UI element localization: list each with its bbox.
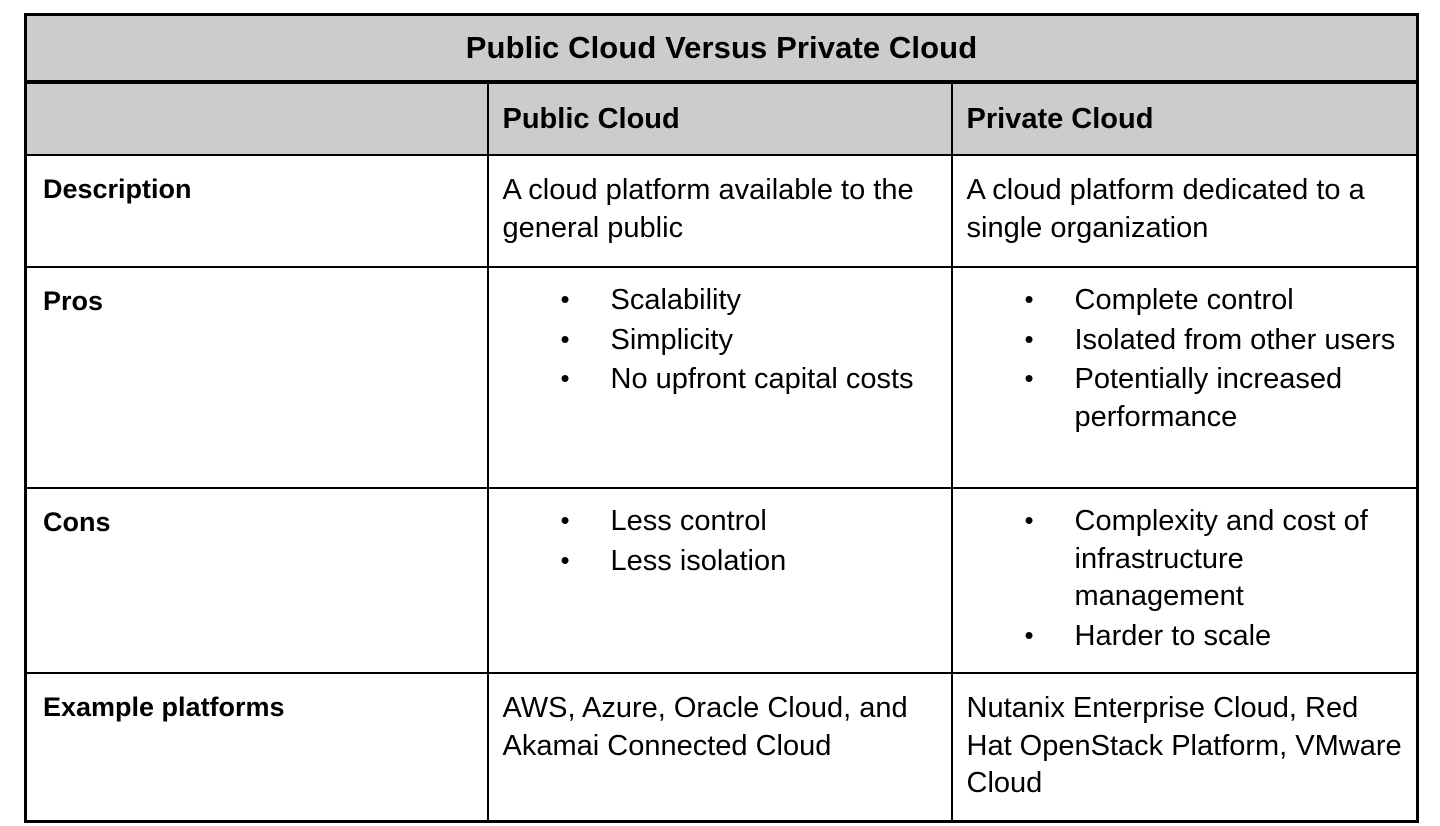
row-label-cons: Cons	[43, 507, 111, 537]
cell-example-platforms-public-cloud: AWS, Azure, Oracle Cloud, and Akamai Con…	[486, 672, 953, 823]
header-cell-blank	[24, 81, 489, 156]
row-label-pros: Pros	[43, 286, 104, 316]
list-item: Harder to scale	[1025, 617, 1407, 656]
public-vs-private-cloud-table: Public Cloud Versus Private Cloud Public…	[24, 13, 1420, 823]
cell-text-description-private: A cloud platform dedicated to a single o…	[966, 174, 1365, 244]
cell-text-description-public: A cloud platform available to the genera…	[502, 174, 914, 244]
list-item: Complexity and cost of infrastructure ma…	[1025, 502, 1407, 616]
list-item: Less control	[561, 502, 941, 541]
column-header-label-private-cloud: Private Cloud	[966, 102, 1154, 135]
table-row: Description A cloud platform available t…	[24, 154, 1419, 268]
row-label-example-platforms: Example platforms	[43, 692, 285, 722]
comparison-table-container: Public Cloud Versus Private Cloud Public…	[24, 13, 1420, 823]
table-row: Example platforms AWS, Azure, Oracle Clo…	[24, 672, 1419, 823]
cell-cons-public-cloud: Less control Less isolation	[486, 487, 953, 674]
cell-cons-private-cloud: Complexity and cost of infrastructure ma…	[950, 487, 1419, 674]
list-item: Scalability	[561, 281, 941, 320]
header-cell-public-cloud: Public Cloud	[486, 81, 953, 156]
table-title-row: Public Cloud Versus Private Cloud	[24, 13, 1419, 84]
cell-text-example-platforms-public: AWS, Azure, Oracle Cloud, and Akamai Con…	[502, 692, 908, 762]
list-item: Complete control	[1025, 281, 1407, 320]
list-item: Less isolation	[561, 542, 941, 581]
bullet-list-pros-private: Complete control Isolated from other use…	[953, 281, 1417, 437]
row-label-cell-example-platforms: Example platforms	[24, 672, 489, 823]
row-label-cell-cons: Cons	[24, 487, 489, 674]
list-item: No upfront capital costs	[561, 360, 941, 399]
column-header-label-public-cloud: Public Cloud	[502, 102, 680, 135]
cell-description-private-cloud: A cloud platform dedicated to a single o…	[950, 154, 1419, 268]
list-item: Isolated from other users	[1025, 321, 1407, 360]
cell-pros-private-cloud: Complete control Isolated from other use…	[950, 266, 1419, 489]
list-item: Potentially increased performance	[1025, 360, 1407, 436]
row-label-description: Description	[43, 174, 192, 204]
bullet-list-cons-public: Less control Less isolation	[489, 502, 951, 581]
row-label-cell-description: Description	[24, 154, 489, 268]
table-header-row: Public Cloud Private Cloud	[24, 81, 1419, 156]
cell-pros-public-cloud: Scalability Simplicity No upfront capita…	[486, 266, 953, 489]
bullet-list-pros-public: Scalability Simplicity No upfront capita…	[489, 281, 951, 399]
cell-example-platforms-private-cloud: Nutanix Enterprise Cloud, Red Hat OpenSt…	[950, 672, 1419, 823]
cell-description-public-cloud: A cloud platform available to the genera…	[486, 154, 953, 268]
page-title: Public Cloud Versus Private Cloud	[465, 30, 978, 65]
cell-text-example-platforms-private: Nutanix Enterprise Cloud, Red Hat OpenSt…	[966, 692, 1402, 800]
list-item: Simplicity	[561, 321, 941, 360]
row-label-cell-pros: Pros	[24, 266, 489, 489]
bullet-list-cons-private: Complexity and cost of infrastructure ma…	[953, 502, 1417, 656]
table-title-cell: Public Cloud Versus Private Cloud	[24, 13, 1419, 84]
table-row: Cons Less control Less isolation Complex…	[24, 487, 1419, 674]
header-cell-private-cloud: Private Cloud	[950, 81, 1419, 156]
table-row: Pros Scalability Simplicity No upfront c…	[24, 266, 1419, 489]
